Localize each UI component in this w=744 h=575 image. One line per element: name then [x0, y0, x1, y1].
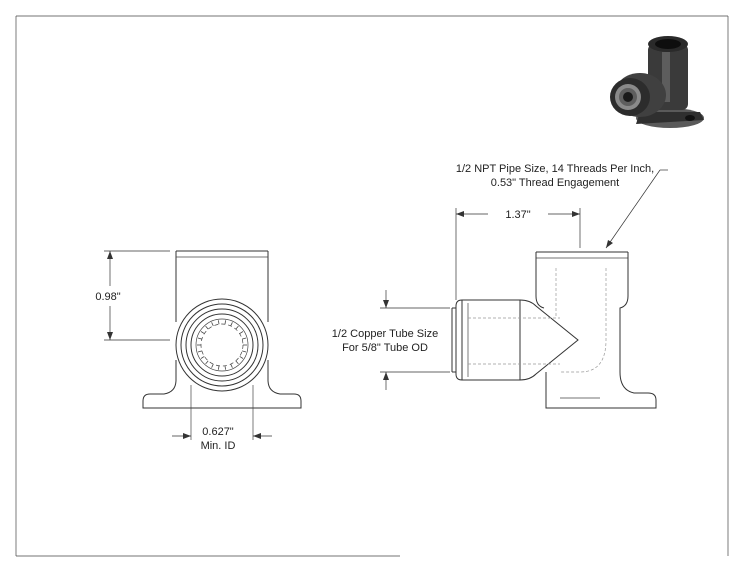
collet-tooth	[200, 356, 205, 359]
collet-tooth	[224, 365, 226, 370]
collet-tooth	[230, 322, 233, 327]
width-dimension-label: 1.37"	[505, 209, 530, 221]
drawing-border	[15, 15, 729, 557]
collet-tooth	[241, 350, 247, 353]
collet-tooth	[200, 331, 205, 334]
tube-note-line1: 1/2 Copper Tube Size	[332, 328, 438, 340]
thread-note-line1: 1/2 NPT Pipe Size, 14 Threads Per Inch,	[456, 163, 654, 175]
tube-note-line2: For 5/8" Tube OD	[342, 342, 428, 354]
dimension-id	[172, 433, 272, 439]
collet-tooth	[211, 322, 214, 327]
front-view	[142, 250, 302, 440]
collet-tooth	[211, 363, 214, 368]
id-dimension-sublabel: Min. ID	[201, 440, 236, 452]
dimension-width	[455, 208, 581, 300]
thread-leader	[605, 169, 668, 249]
collet-tooth	[235, 360, 239, 365]
collet-tooth	[205, 360, 209, 365]
collet-tooth	[197, 337, 203, 340]
thread-note-line2: 0.53" Thread Engagement	[491, 177, 619, 189]
fitting-thumbnail-image	[610, 36, 704, 128]
id-dimension-label: 0.627"	[202, 426, 234, 438]
collet-tooth	[205, 325, 209, 330]
collet-tooth	[218, 365, 220, 370]
collet-tooth	[197, 350, 203, 353]
collet-tooth	[239, 356, 244, 359]
height-dimension-label: 0.98"	[95, 291, 120, 303]
collet-tooth	[218, 320, 220, 325]
dimension-height	[104, 250, 170, 341]
collet-tooth	[241, 337, 247, 340]
side-view	[451, 251, 657, 409]
collet-tooth	[224, 320, 226, 325]
collet-tooth	[230, 363, 233, 368]
dimension-tube-od	[380, 290, 450, 390]
collet-tooth	[239, 331, 244, 334]
collet-teeth	[197, 320, 247, 370]
collet-tooth	[235, 325, 239, 330]
